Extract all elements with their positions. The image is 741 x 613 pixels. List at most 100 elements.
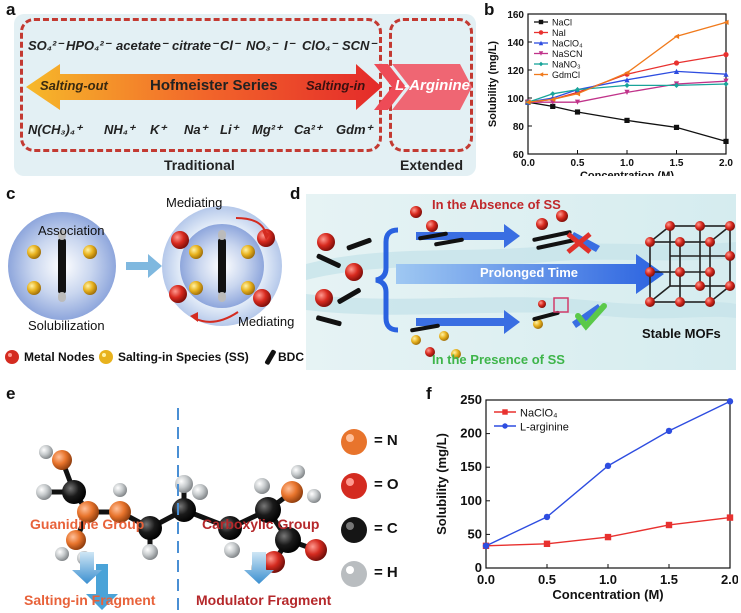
- guanidine-group-label: Guanidine Group: [30, 516, 145, 532]
- stable-mofs-label: Stable MOFs: [642, 326, 721, 341]
- x-tick-label: 0.0: [521, 158, 535, 169]
- y-tick-label: 160: [507, 10, 524, 21]
- data-point: [624, 117, 630, 123]
- panel-label-b: b: [484, 0, 495, 19]
- mediating-top-label: Mediating: [166, 195, 223, 210]
- data-point: [550, 91, 556, 97]
- anion-acetate: acetate⁻: [116, 38, 168, 53]
- atom-n-icon: [341, 429, 367, 455]
- legend-marker: [502, 409, 508, 415]
- traditional-box: [20, 18, 382, 152]
- legend-metal-nodes: Metal Nodes: [24, 350, 95, 364]
- data-point: [574, 91, 581, 97]
- x-axis-label: Concentration (M): [552, 587, 663, 602]
- legend-marker: [538, 40, 544, 46]
- modulator-fragment-label: Modulator Fragment: [196, 592, 332, 608]
- data-point: [673, 33, 680, 39]
- absence-of-ss-label: In the Absence of SS: [432, 197, 561, 212]
- data-point: [673, 124, 680, 130]
- legend-marker: [538, 19, 544, 25]
- extended-label: Extended: [400, 157, 464, 173]
- cation-gdm: Gdm⁺: [336, 122, 373, 137]
- atom-h-icon: [341, 561, 367, 587]
- data-point: [624, 70, 630, 76]
- series-line: [485, 516, 731, 547]
- legend-label: NaClO₄: [520, 408, 558, 420]
- x-tick-label: 1.5: [670, 158, 684, 169]
- x-tick-label: 0.5: [538, 572, 556, 587]
- legend-label: L-arginine: [520, 422, 569, 434]
- data-point: [665, 427, 673, 435]
- atom-n-label: = N: [374, 432, 398, 449]
- solubilization-label: Solubilization: [28, 318, 105, 333]
- x-tick-label: 0.0: [477, 572, 495, 587]
- data-point: [550, 96, 556, 102]
- panel-label-d: d: [290, 184, 301, 203]
- x-axis-label: Concentration (M): [580, 170, 674, 176]
- data-point: [543, 540, 551, 548]
- x-tick-label: 1.0: [599, 572, 617, 587]
- panel-label-a: a: [6, 0, 16, 19]
- salting-in-species-icon: [99, 350, 113, 364]
- anion-i: I⁻: [284, 38, 295, 53]
- series-line: [527, 83, 727, 103]
- legend-bdc: BDC: [278, 350, 304, 364]
- cation-nh4: NH₄⁺: [104, 122, 135, 137]
- anion-citrate: citrate⁻: [172, 38, 218, 53]
- data-point: [723, 52, 729, 58]
- y-tick-label: 140: [507, 38, 524, 49]
- data-point: [723, 138, 729, 144]
- series-line: [527, 21, 727, 103]
- legend-label: NaSCN: [552, 49, 583, 59]
- salting-in-arrow-icon: [72, 552, 102, 584]
- data-point: [673, 68, 680, 74]
- association-diagram: [8, 206, 282, 326]
- y-tick-label: 50: [468, 526, 482, 541]
- legend-marker: [538, 30, 544, 35]
- data-point: [574, 109, 581, 115]
- association-label: Association: [38, 223, 105, 238]
- legend-label: GdmCl: [552, 70, 580, 80]
- data-point: [723, 78, 729, 84]
- cation-li: Li⁺: [220, 122, 239, 137]
- y-tick-label: 0: [475, 560, 482, 575]
- salting-out-label: Salting-out: [40, 78, 108, 93]
- atom-h-label: = H: [374, 564, 398, 581]
- cation-k: K⁺: [150, 122, 167, 137]
- data-point: [673, 60, 680, 66]
- data-point: [723, 19, 729, 25]
- y-tick-label: 200: [460, 426, 482, 441]
- cation-nme4: N(CH₃)₄⁺: [28, 122, 82, 137]
- anion-scn: SCN⁻: [342, 38, 377, 53]
- metal-node-icon: [5, 350, 19, 364]
- legend-marker: [538, 51, 544, 56]
- hofmeister-arrow: [26, 64, 472, 110]
- x-tick-label: 2.0: [719, 158, 733, 169]
- legend-marker: [502, 423, 508, 429]
- prolonged-time-label: Prolonged Time: [480, 265, 578, 280]
- legend-label: NaCl: [552, 18, 572, 28]
- data-point: [574, 99, 581, 105]
- data-point: [550, 103, 556, 109]
- panel-label-e: e: [6, 384, 16, 403]
- y-tick-label: 100: [460, 493, 482, 508]
- panel-label-c: c: [6, 184, 16, 203]
- data-point: [723, 71, 729, 77]
- data-point: [726, 398, 734, 405]
- anion-so4: SO₄²⁻: [28, 38, 64, 53]
- y-axis-label: Solubility (mg/L): [487, 41, 499, 127]
- salting-in-fragment-label: Salting-in Fragment: [24, 592, 156, 608]
- atom-o-icon: [341, 473, 367, 499]
- presence-of-ss-label: In the Presence of SS: [432, 352, 565, 367]
- y-tick-label: 250: [460, 392, 482, 407]
- atom-c-icon: [341, 517, 367, 543]
- data-point: [673, 82, 680, 88]
- x-tick-label: 2.0: [721, 572, 738, 587]
- y-axis-label: Solubility (mg/L): [434, 433, 449, 535]
- data-point: [525, 99, 531, 105]
- legend-salting-in-species: Salting-in Species (SS): [118, 350, 249, 364]
- y-tick-label: 120: [507, 66, 524, 77]
- modulator-arrow-icon: [244, 552, 274, 584]
- cation-ca: Ca²⁺: [294, 122, 322, 137]
